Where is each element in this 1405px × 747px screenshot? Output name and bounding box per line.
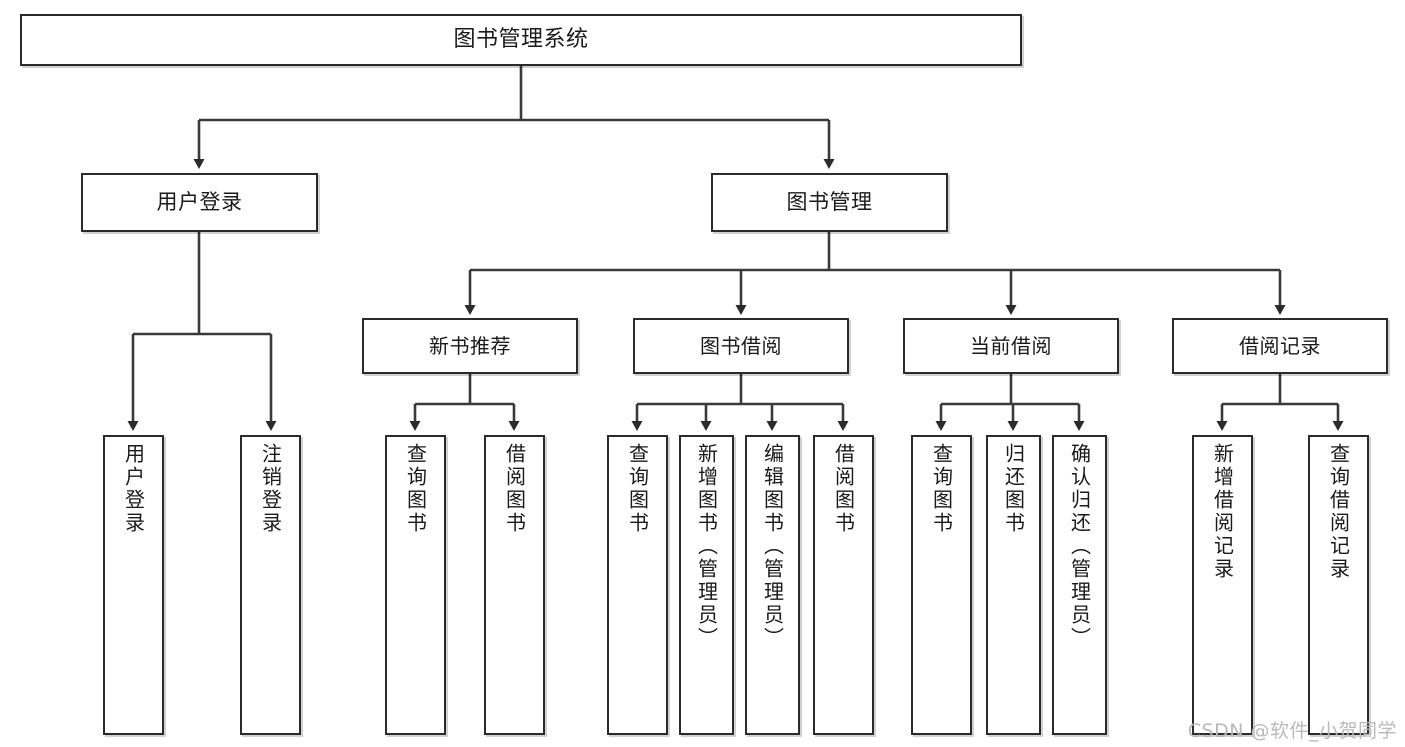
node-leaf-return-book[interactable]: 归还图书 (986, 435, 1041, 735)
node-label: 归还图书 (1001, 443, 1026, 535)
node-label: 用户登录 (156, 189, 243, 214)
node-label: 新增图书（管理员） (694, 443, 719, 650)
node-label: 查询图书 (403, 443, 428, 535)
node-label: 新书推荐 (429, 333, 511, 358)
node-leaf-add-borrow-record[interactable]: 新增借阅记录 (1192, 435, 1253, 735)
node-label: 注销登录 (258, 443, 283, 535)
node-leaf-borrow-book-recommend[interactable]: 借阅图书 (484, 435, 545, 735)
node-label: 查询图书 (625, 443, 650, 535)
node-user-login[interactable]: 用户登录 (81, 173, 318, 232)
node-label: 借阅记录 (1239, 333, 1321, 358)
node-new-book-recommend[interactable]: 新书推荐 (362, 318, 578, 374)
node-label: 当前借阅 (970, 333, 1052, 358)
node-leaf-query-borrow-record[interactable]: 查询借阅记录 (1308, 435, 1369, 735)
node-label: 图书借阅 (700, 333, 782, 358)
node-leaf-user-login[interactable]: 用户登录 (103, 435, 164, 735)
node-borrow-record[interactable]: 借阅记录 (1172, 318, 1388, 374)
node-root-book-management-system[interactable]: 图书管理系统 (20, 14, 1022, 66)
node-leaf-logout[interactable]: 注销登录 (240, 435, 301, 735)
node-label: 新增借阅记录 (1210, 443, 1235, 581)
node-label: 用户登录 (121, 443, 146, 535)
node-label: 图书管理 (786, 189, 873, 214)
node-book-borrow[interactable]: 图书借阅 (633, 318, 849, 374)
node-leaf-query-book-current[interactable]: 查询图书 (911, 435, 972, 735)
node-label: 编辑图书（管理员） (760, 443, 785, 650)
node-leaf-confirm-return-admin[interactable]: 确认归还（管理员） (1052, 435, 1107, 735)
node-book-management[interactable]: 图书管理 (711, 173, 948, 232)
watermark-text: CSDN @软件_小贺同学 (1187, 720, 1397, 742)
node-label: 查询图书 (929, 443, 954, 535)
node-label: 借阅图书 (502, 443, 527, 535)
node-leaf-query-book-borrow[interactable]: 查询图书 (607, 435, 668, 735)
node-leaf-query-book-recommend[interactable]: 查询图书 (385, 435, 446, 735)
node-label: 确认归还（管理员） (1067, 443, 1092, 650)
node-current-borrow[interactable]: 当前借阅 (903, 318, 1119, 374)
node-leaf-add-book-admin[interactable]: 新增图书（管理员） (679, 435, 734, 735)
node-leaf-borrow-book[interactable]: 借阅图书 (813, 435, 874, 735)
node-label: 借阅图书 (831, 443, 856, 535)
node-label: 图书管理系统 (453, 26, 589, 52)
node-leaf-edit-book-admin[interactable]: 编辑图书（管理员） (745, 435, 800, 735)
node-label: 查询借阅记录 (1326, 443, 1351, 581)
